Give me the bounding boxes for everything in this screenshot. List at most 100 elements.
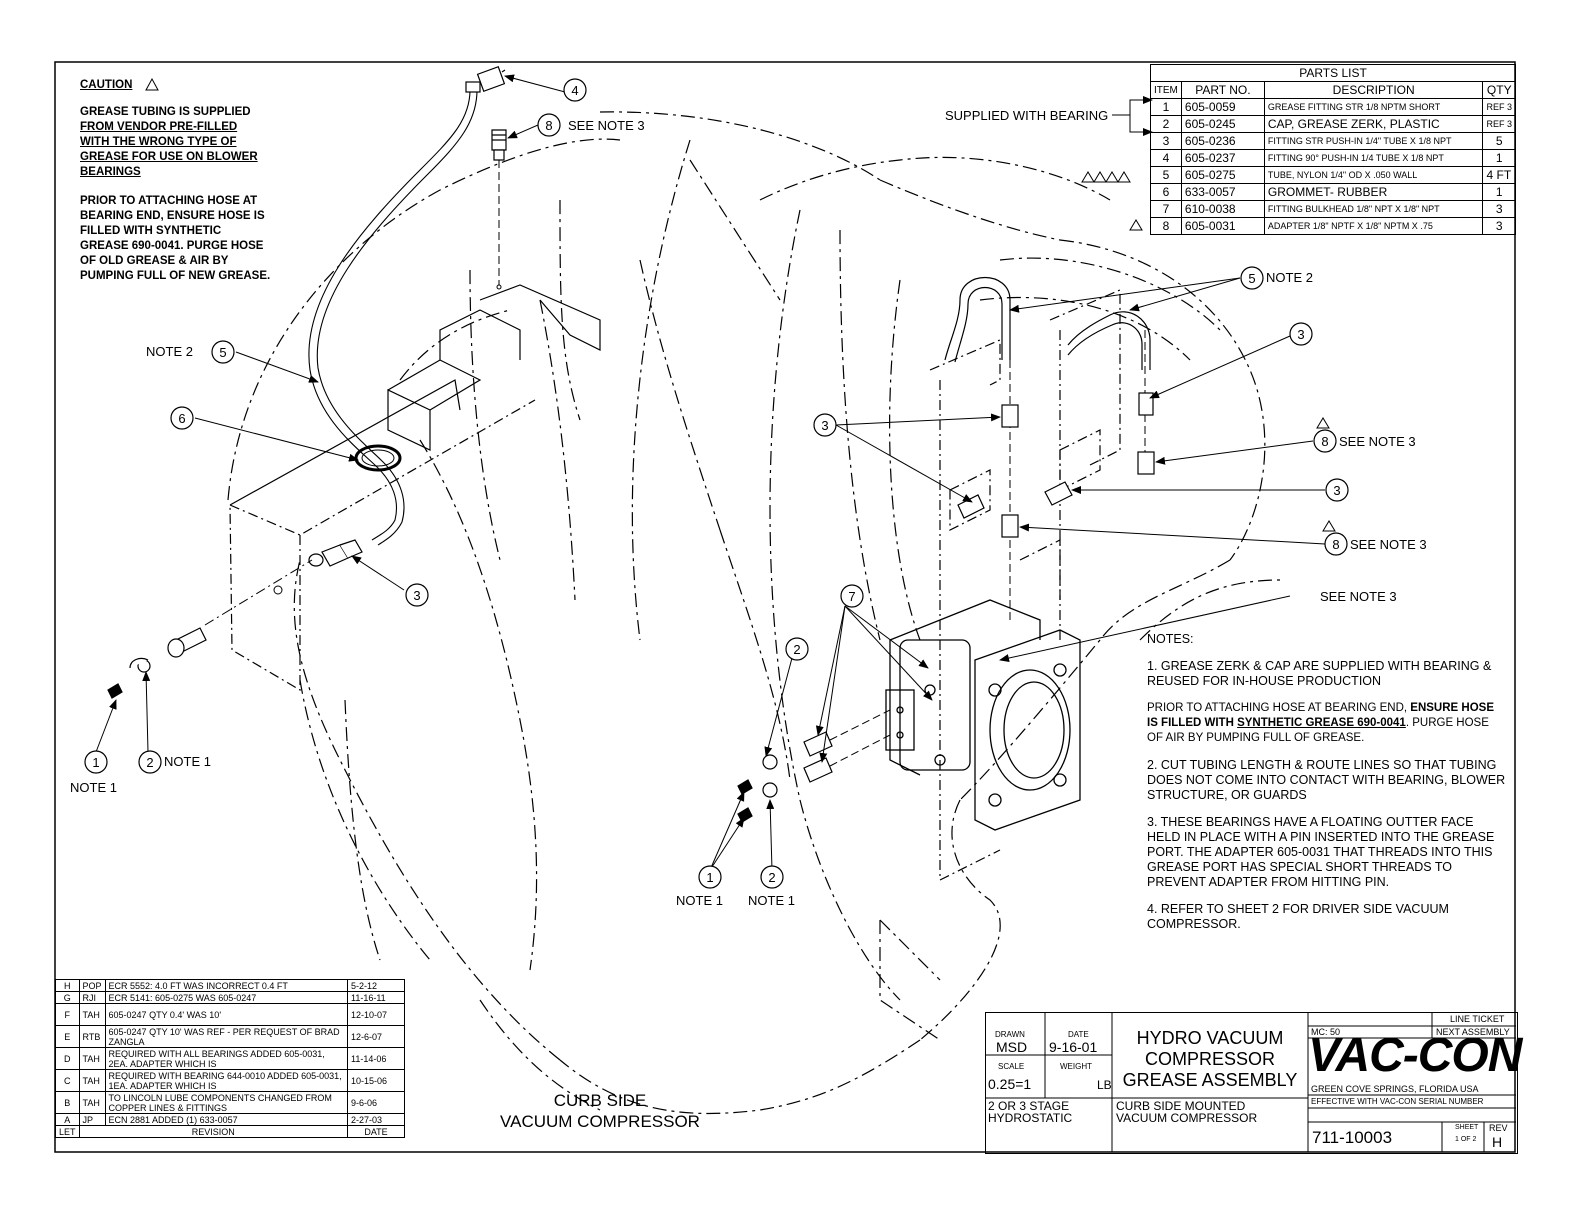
balloon-3 (1325, 478, 1349, 502)
grease-tube-left (308, 89, 478, 546)
note-prior-tail: . PURGE HOSE OF AIR BY PUMPING FULL OF G… (1147, 717, 1489, 744)
parts-item: 8 (1150, 217, 1182, 235)
parts-header-item: ITEM (1150, 81, 1182, 99)
rev-letter: F (55, 1003, 80, 1026)
item-balloons (84, 78, 1349, 889)
assembly-desc: CURB SIDE MOUNTED VACUUM COMPRESSOR (1116, 1100, 1257, 1124)
parts-qty: REF 3 (1482, 115, 1516, 133)
rev-date: 5-2-12 (347, 979, 405, 992)
note-2: 2. CUT TUBING LENGTH & ROUTE LINES SO TH… (1147, 758, 1506, 802)
sheet-border (54, 61, 1516, 1153)
grease-tubes-right (944, 277, 1151, 370)
stage-text: 2 OR 3 STAGE HYDROSTATIC (988, 1100, 1072, 1124)
rev-by: RJI (78, 991, 106, 1004)
adapter-left (491, 129, 507, 161)
rev-date: 11-16-11 (347, 991, 405, 1004)
balloon-6 (170, 406, 194, 430)
caution-line: PUMPING FULL OF NEW GREASE. (80, 270, 271, 282)
balloon-5 (211, 340, 235, 364)
note-prior-text: PRIOR TO ATTACHING HOSE AT BEARING END, (1147, 702, 1408, 714)
parts-header-qty: QTY (1482, 81, 1516, 99)
balloon-label: 8 (545, 118, 552, 133)
note-4: 4. REFER TO SHEET 2 FOR DRIVER SIDE VACU… (1147, 902, 1449, 931)
rev-letter: C (55, 1069, 80, 1092)
balloon-label: 3 (821, 418, 828, 433)
note-1-label: NOTE 1 (164, 754, 211, 769)
notes-title: NOTES: (1147, 632, 1194, 646)
parts-part-no: 610-0038 (1180, 200, 1265, 218)
company-logo: VAC-CON (1308, 1029, 1522, 1082)
note-1-label: NOTE 1 (676, 893, 723, 908)
see-note-3-label: SEE NOTE 3 (568, 118, 645, 133)
balloon-3 (405, 583, 429, 607)
rev-desc: 605-0247 QTY 10' WAS REF - PER REQUEST O… (104, 1025, 349, 1048)
parts-desc: GREASE FITTING STR 1/8 NPTM SHORT (1263, 98, 1484, 116)
supplied-bracket (1112, 99, 1145, 133)
rev-by: TAH (78, 1069, 106, 1092)
parts-item: 5 (1150, 166, 1182, 184)
parts-qty: 1 (1482, 149, 1516, 167)
right-plates (929, 289, 1121, 881)
rev-value: H (1492, 1134, 1503, 1150)
rev-desc: TO LINCOLN LUBE COMPONENTS CHANGED FROM … (104, 1091, 349, 1114)
rev-letter: D (55, 1047, 80, 1070)
compressor-phantom-outline (227, 111, 1281, 1115)
parts-part-no: 605-0236 (1180, 132, 1265, 150)
balloon-4 (563, 78, 587, 102)
supplied-with-bearing-label: SUPPLIED WITH BEARING (945, 108, 1109, 123)
caution-line: OF OLD GREASE & AIR BY (80, 255, 229, 267)
zerk-left (107, 627, 207, 699)
rev-footer-date: DATE (347, 1125, 405, 1138)
rev-letter: H (55, 979, 80, 992)
rev-letter: B (55, 1091, 80, 1114)
rev-desc: ECR 5552: 4.0 FT WAS INCORRECT 0.4 FT (104, 979, 349, 992)
drawing-title-line: COMPRESSOR (1144, 1049, 1276, 1069)
parts-part-no: 605-0031 (1180, 217, 1265, 235)
stage-line: HYDROSTATIC (988, 1111, 1073, 1125)
caution-line: WITH THE WRONG TYPE OF (80, 136, 237, 148)
parts-desc: FITTING BULKHEAD 1/8" NPT X 1/8" NPT (1263, 200, 1484, 218)
date-label: DATE (1068, 1030, 1089, 1039)
balloon-label: 4 (571, 83, 578, 98)
caution-line: PRIOR TO ATTACHING HOSE AT (80, 195, 258, 207)
balloon-label: 5 (1248, 271, 1255, 286)
parts-qty: 3 (1482, 217, 1516, 235)
drawing-title: HYDRO VACUUM COMPRESSOR GREASE ASSEMBLY (1112, 1028, 1308, 1091)
caution-line: GREASE FOR USE ON BLOWER (80, 151, 258, 163)
rev-by: JP (78, 1113, 106, 1126)
balloon-5 (1240, 266, 1264, 290)
balloon-8 (1324, 532, 1348, 556)
rev-letter: G (55, 991, 80, 1004)
sheet-value: 1 OF 2 (1455, 1136, 1477, 1143)
parts-desc: FITTING 90° PUSH-IN 1/4 TUBE X 1/8 NPT (1263, 149, 1484, 167)
balloon-1 (698, 865, 722, 889)
balloon-8 (537, 113, 561, 137)
scale-value: 0.25=1 (988, 1076, 1032, 1092)
rev-date: 12-10-07 (347, 1003, 405, 1026)
fitting-left (308, 539, 363, 567)
rev-letter: A (55, 1113, 80, 1126)
parts-part-no: 605-0059 (1180, 98, 1265, 116)
stage-line: 2 OR 3 STAGE (988, 1099, 1070, 1113)
parts-item: 6 (1150, 183, 1182, 201)
elbow-fitting (465, 66, 506, 93)
caution-line: GREASE 690-0041. PURGE HOSE (80, 240, 264, 252)
assembly-desc-line: VACUUM COMPRESSOR (1116, 1111, 1258, 1125)
rev-by: TAH (78, 1091, 106, 1114)
see-note-3-label: SEE NOTE 3 (1320, 589, 1397, 604)
weight-unit: LB (1097, 1078, 1112, 1092)
note-2-label: NOTE 2 (146, 344, 193, 359)
parts-qty: 4 FT (1482, 166, 1516, 184)
parts-list: PARTS LIST ITEM PART NO. DESCRIPTION QTY… (1150, 64, 1516, 235)
title-block (985, 1012, 1518, 1154)
balloon-3 (1289, 322, 1313, 346)
